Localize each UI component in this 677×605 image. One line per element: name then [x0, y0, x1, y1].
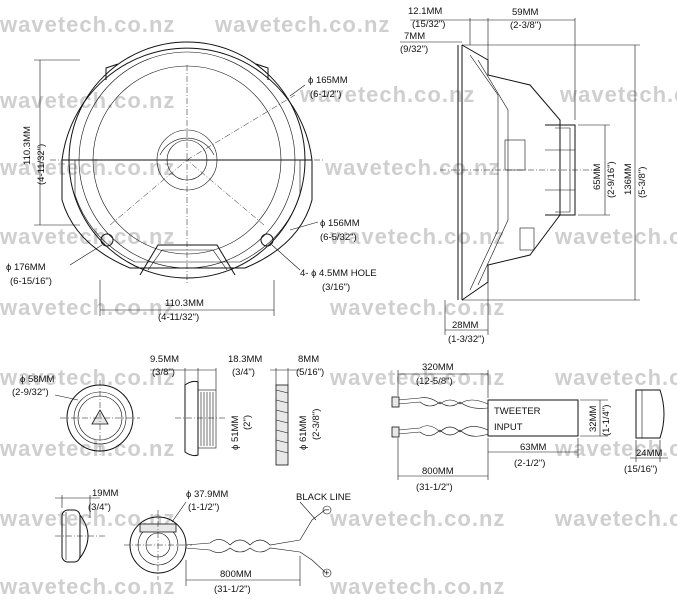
- crossover-width-inch-label: (2-1/2"): [514, 458, 545, 469]
- side-overall-inch-label: (5-3/8"): [637, 167, 648, 198]
- side-depth-inch-label: (2-3/8"): [510, 20, 541, 31]
- plus-terminal-label: +: [324, 568, 330, 579]
- crossover-views: TWEETER INPUT 320MM (12-5/8") 32MM (1-1/…: [391, 362, 668, 493]
- ring-dia-label: ϕ 61MM: [298, 416, 309, 450]
- surface-lead-inch-label: (31-1/2"): [214, 584, 251, 595]
- watermark: wavetech.co.nz: [554, 506, 677, 531]
- crossover-lead1-inch-label: (12-5/8"): [416, 376, 453, 387]
- woofer-inner-dia-inch-label: (6-5/32"): [320, 232, 357, 243]
- woofer-holes-label: 4- ϕ 4.5MM HOLE: [300, 268, 377, 279]
- surface-lead-label: 800MM: [220, 569, 252, 580]
- woofer-holes-inch-label: (3/16"): [322, 282, 350, 293]
- crossover-height-inch-label: (1-1/4"): [601, 405, 612, 436]
- tweeter-body-dia-label: ϕ 51MM: [230, 416, 241, 450]
- watermark: wavetech.co.nz: [329, 574, 505, 599]
- crossover-width-label: 63MM: [520, 442, 546, 453]
- tweeter-depth1-inch-label: (3/8"): [152, 367, 175, 378]
- side-flange-inch-label: (15/32"): [412, 19, 445, 30]
- watermark: wavetech.co.nz: [214, 12, 390, 37]
- tweeter-depth2-inch-label: (3/4"): [232, 367, 255, 378]
- ring-depth-inch-label: (5/16"): [296, 367, 324, 378]
- tweeter-depth1-label: 9.5MM: [150, 354, 179, 365]
- tweeter-depth2-label: 18.3MM: [228, 354, 262, 365]
- ring-depth-label: 8MM: [298, 354, 319, 365]
- side-lip-label: 7MM: [404, 31, 425, 42]
- ring-dia-inch-label: (2-3/8"): [311, 409, 322, 440]
- woofer-inner-dia-label: ϕ 156MM: [320, 218, 360, 229]
- watermark: wavetech.co.nz: [324, 155, 500, 180]
- crossover-lead1-label: 320MM: [422, 362, 454, 373]
- watermark: wavetech.co.nz: [329, 365, 505, 390]
- surface-depth-inch-label: (3/4"): [88, 502, 111, 513]
- side-magnet-label: 65MM: [592, 164, 603, 190]
- woofer-outer-dia-label: ϕ 165MM: [308, 75, 348, 86]
- woofer-side-view: 12.1MM (15/32") 59MM (2-3/8") 7MM (9/32"…: [400, 6, 648, 345]
- minus-terminal-label: −: [324, 505, 330, 516]
- tweeter-dia-label: ϕ 58MM: [20, 374, 54, 385]
- side-magnet-inch-label: (2-9/16"): [606, 161, 617, 198]
- side-depth-label: 59MM: [512, 7, 538, 18]
- watermark: wavetech.co.nz: [554, 365, 677, 390]
- flush-tweeter-views: ϕ 58MM (2-9/32") 9.5MM (3/8") 18.3MM (3/…: [12, 354, 324, 466]
- tweeter-body-dia-inch-label: (2"): [242, 415, 253, 430]
- side-overall-label: 136MM: [623, 163, 634, 195]
- watermark: wavetech.co.nz: [0, 12, 175, 37]
- side-lip-inch-label: (9/32"): [400, 44, 428, 55]
- crossover-lead2-inch-label: (31-1/2"): [416, 482, 453, 493]
- side-flange-label: 12.1MM: [408, 6, 442, 17]
- surface-dia-inch-label: (1-1/2"): [188, 502, 219, 513]
- crossover-lead2-label: 800MM: [422, 466, 454, 477]
- watermark: wavetech.co.nz: [0, 295, 175, 320]
- woofer-height-inch-label: (4-11/32"): [36, 144, 47, 185]
- surface-depth-label: 19MM: [92, 488, 118, 499]
- watermark: wavetech.co.nz: [554, 224, 677, 249]
- surface-dia-label: ϕ 37.9MM: [186, 489, 228, 500]
- woofer-height-label: 110.3MM: [22, 126, 33, 165]
- woofer-front-view: 110.3MM (4-11/32") ϕ 165MM (6-1/2") ϕ 15…: [6, 41, 377, 323]
- watermark: wavetech.co.nz: [329, 224, 505, 249]
- crossover-depth-inch-label: (15/16"): [624, 464, 657, 475]
- watermarks: wavetech.co.nz wavetech.co.nz wavetech.c…: [0, 12, 677, 599]
- crossover-depth-label: 24MM: [636, 448, 662, 459]
- crossover-input-label: INPUT: [494, 422, 523, 433]
- watermark: wavetech.co.nz: [299, 82, 475, 107]
- watermark: wavetech.co.nz: [0, 365, 175, 390]
- watermark: wavetech.co.nz: [559, 82, 677, 107]
- watermark: wavetech.co.nz: [0, 224, 175, 249]
- crossover-tweeter-label: TWEETER: [494, 406, 541, 417]
- woofer-flange-dia-inch-label: (6-15/16"): [10, 276, 52, 287]
- tweeter-dia-inch-label: (2-9/32"): [12, 387, 49, 398]
- watermark: wavetech.co.nz: [0, 574, 175, 599]
- side-front-inch-label: (1-3/32"): [448, 334, 485, 345]
- side-front-label: 28MM: [452, 320, 478, 331]
- black-line-label: BLACK LINE: [296, 492, 351, 503]
- watermark: wavetech.co.nz: [329, 295, 505, 320]
- woofer-width-inch-label: (4-11/32"): [158, 312, 199, 323]
- crossover-height-label: 32MM: [588, 406, 599, 432]
- watermark: wavetech.co.nz: [329, 506, 505, 531]
- woofer-width-label: 110.3MM: [165, 298, 204, 309]
- watermark: wavetech.co.nz: [0, 88, 175, 113]
- woofer-outer-dia-inch-label: (6-1/2"): [310, 89, 341, 100]
- watermark: wavetech.co.nz: [554, 436, 677, 461]
- woofer-flange-dia-label: ϕ 176MM: [6, 262, 46, 273]
- surface-tweeter-views: 19MM (3/4") ϕ 37.9MM (1-1/2") − + BLACK …: [55, 488, 351, 595]
- watermark: wavetech.co.nz: [0, 155, 175, 180]
